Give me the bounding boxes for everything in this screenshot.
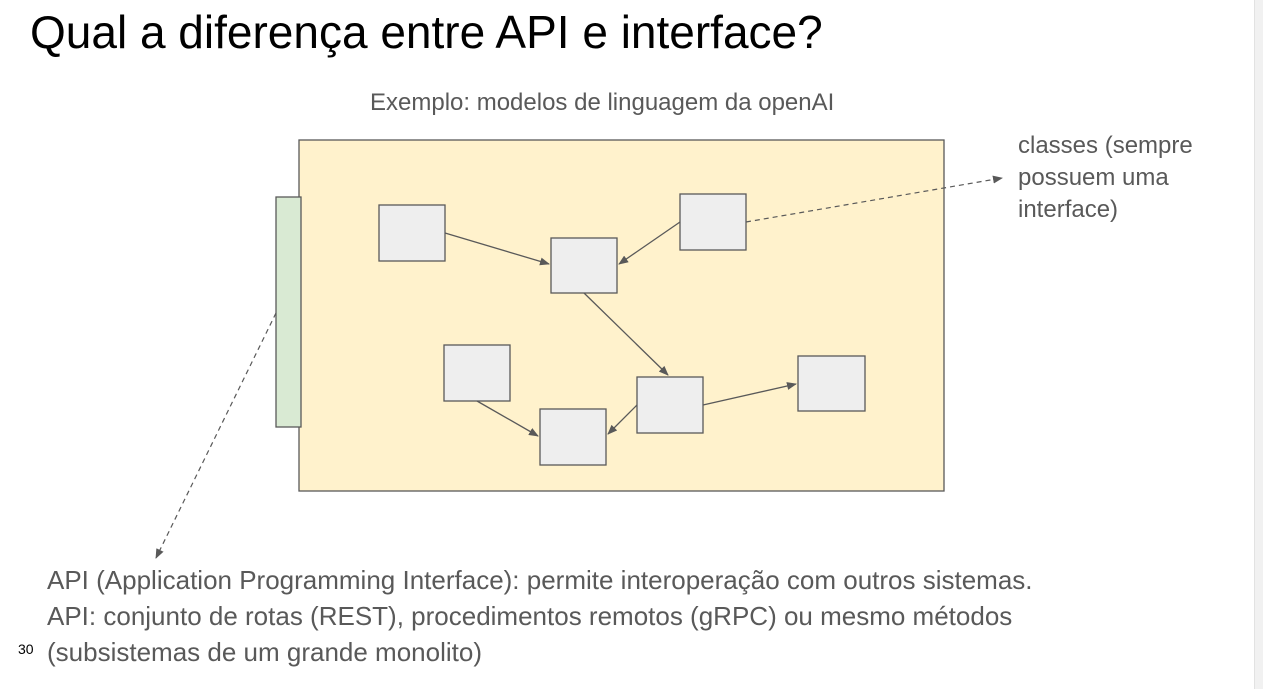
system-boundary (298, 139, 945, 492)
classes-note-line: classes (sempre (1018, 132, 1193, 159)
slide-title: Qual a diferença entre API e interface? (30, 6, 823, 58)
classes-pointer-arrow (745, 175, 1003, 223)
body-line: API: conjunto de rotas (REST), procedime… (47, 601, 1013, 631)
body-line: (subsistemas de um grande monolito) (47, 637, 482, 667)
classes-note-line: possuem uma (1018, 164, 1169, 191)
class-box-7 (797, 355, 866, 412)
classes-note-line: interface) (1018, 196, 1119, 223)
api-bar (275, 196, 302, 428)
api-description: API (Application Programming Interface):… (47, 562, 1033, 670)
dependency-arrow (607, 404, 638, 435)
class-box-3 (679, 193, 747, 251)
slide-number: 30 (18, 641, 34, 657)
dependency-arrow (702, 382, 797, 406)
diagram-caption: Exemplo: modelos de linguagem da openAI (370, 89, 835, 116)
api-pointer-arrow (155, 312, 277, 559)
class-box-1 (378, 204, 446, 262)
dependency-arrow (444, 232, 550, 266)
class-box-2 (550, 237, 618, 294)
class-box-6 (636, 376, 704, 434)
class-box-5 (539, 408, 607, 466)
classes-note: classes (sempre possuem uma interface) (1018, 130, 1248, 226)
body-line: API (Application Programming Interface):… (47, 565, 1033, 595)
dependency-arrow (618, 221, 681, 265)
scrollbar-track[interactable] (1254, 0, 1263, 689)
class-box-4 (443, 344, 511, 402)
dependency-arrow (476, 400, 539, 437)
dependency-arrow (583, 292, 669, 376)
